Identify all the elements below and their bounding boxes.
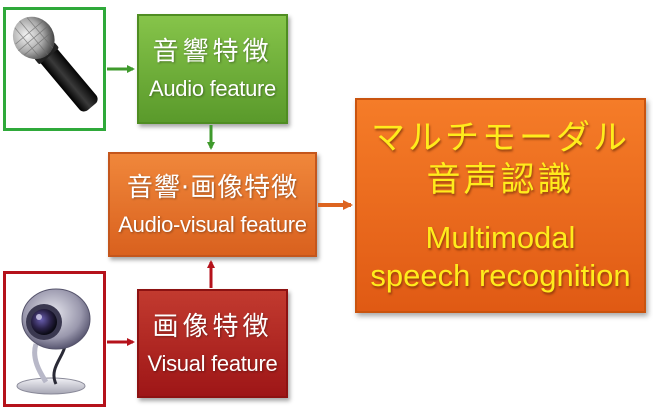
visual-feature-jp-label: 画像特徴 <box>152 311 273 342</box>
audio-feature-en-label: Audio feature <box>149 76 276 101</box>
microphone-frame <box>3 7 106 131</box>
multimodal-speech-recognition-box: マルチモーダル 音声認識 Multimodal speech recogniti… <box>355 98 646 313</box>
audio-visual-feature-jp-label: 音響·画像特徴 <box>126 172 299 203</box>
visual-feature-en-label: Visual feature <box>147 350 278 376</box>
microphone-icon <box>12 16 98 112</box>
multimodal-en-line1: Multimodal <box>425 219 576 255</box>
multimodal-jp-line1: マルチモーダル <box>371 117 630 158</box>
multimodal-en-line2: speech recognition <box>370 257 631 293</box>
audio-feature-jp-label: 音響特徴 <box>152 37 273 67</box>
audio-feature-box: 音響特徴 Audio feature <box>137 14 288 124</box>
webcam-icon <box>16 288 91 395</box>
audio-visual-feature-box: 音響·画像特徴 Audio-visual feature <box>108 152 317 257</box>
audio-visual-feature-en-label: Audio-visual feature <box>118 211 307 237</box>
visual-feature-box: 画像特徴 Visual feature <box>137 289 288 398</box>
multimodal-jp-line2: 音声認識 <box>426 159 575 200</box>
webcam-frame <box>3 271 106 407</box>
